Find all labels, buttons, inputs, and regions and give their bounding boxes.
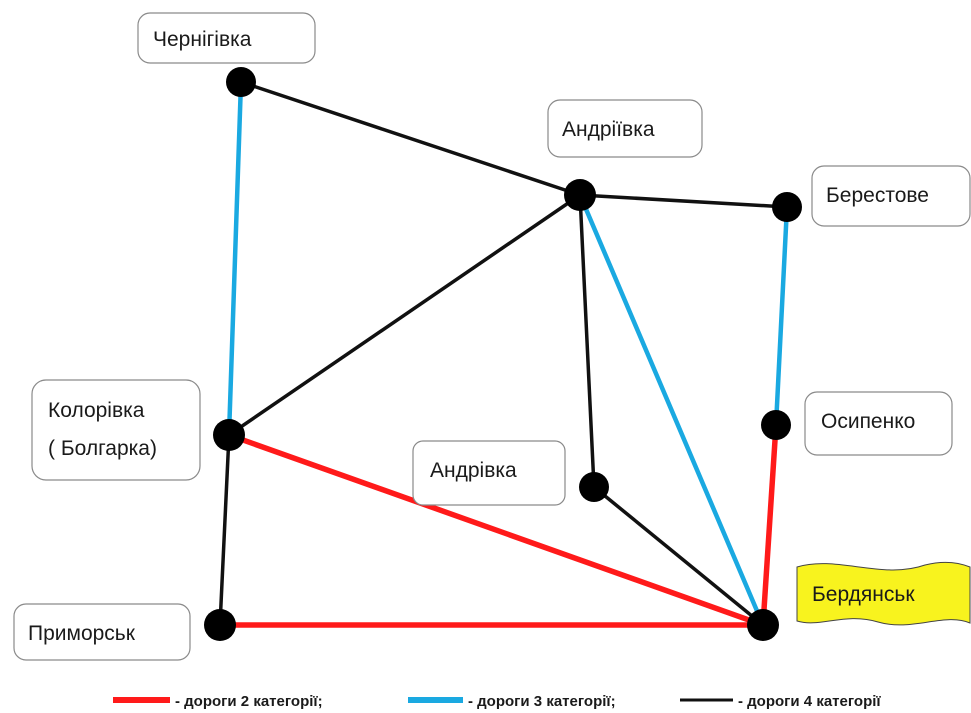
road-osypenko-berdiansk	[760, 422, 779, 628]
legend-label-category-3: - дороги 3 категорії;	[468, 693, 616, 710]
road-chernihivka-andriivka	[239, 80, 582, 197]
prymorsk-label: Приморськ	[28, 622, 136, 645]
roads	[217, 79, 790, 628]
node-andrivka	[579, 472, 609, 502]
andrivka-label-box: Андрівка	[412, 440, 566, 506]
kolorivka-label-line1: Колорівка	[48, 399, 145, 422]
osypenko-label: Осипенко	[821, 410, 915, 433]
node-berdiansk	[747, 609, 779, 641]
node-prymorsk	[204, 609, 236, 641]
prymorsk-label-box: Приморськ	[13, 603, 191, 661]
node-osypenko	[761, 410, 791, 440]
road-andriivka-berestove	[578, 193, 789, 209]
legend-item-category-4: - дороги 4 категорії	[680, 693, 881, 710]
road-andrivka-berdiansk	[592, 485, 765, 627]
berdiansk-flag-label: Бердянськ	[796, 561, 971, 626]
andrivka-label: Андрівка	[430, 459, 517, 482]
legend-item-category-2: - дороги 2 категорії;	[113, 693, 323, 710]
chernihivka-label: Чернігівка	[153, 28, 252, 51]
berdiansk-label: Бердянськ	[812, 583, 915, 606]
legend-label-category-4: - дороги 4 категорії	[738, 693, 881, 710]
osypenko-label-box: Осипенко	[804, 391, 953, 456]
road-andriivka-kolorivka	[227, 193, 582, 437]
kolorivka-label-line2: ( Болгарка)	[48, 437, 157, 460]
berestove-label: Берестове	[826, 184, 929, 207]
kolorivka-label-box: Колорівка ( Болгарка)	[31, 379, 201, 481]
road-kolorivka-prymorsk	[218, 433, 231, 627]
legend-label-category-2: - дороги 2 категорії;	[175, 693, 323, 710]
legend: - дороги 2 категорії; - дороги 3 категор…	[113, 693, 881, 710]
nodes	[204, 67, 802, 641]
node-andriivka	[564, 179, 596, 211]
andriivka-label-box: Андріївка	[547, 99, 703, 158]
legend-item-category-3: - дороги 3 категорії;	[408, 693, 616, 710]
node-chernihivka	[226, 67, 256, 97]
road-kolorivka-berdiansk	[226, 432, 766, 628]
node-kolorivka	[213, 419, 245, 451]
chernihivka-label-box: Чернігівка	[137, 12, 316, 64]
node-berestove	[772, 192, 802, 222]
road-berestove-osypenko	[773, 204, 790, 428]
road-chernihivka-kolorivka	[226, 79, 244, 438]
andriivka-label: Андріївка	[562, 118, 655, 141]
berestove-label-box: Берестове	[811, 165, 971, 227]
road-andriivka-berdiansk	[577, 192, 766, 628]
berdiansk-flag-shape	[796, 561, 971, 626]
road-andriivka-andrivka	[578, 193, 596, 489]
